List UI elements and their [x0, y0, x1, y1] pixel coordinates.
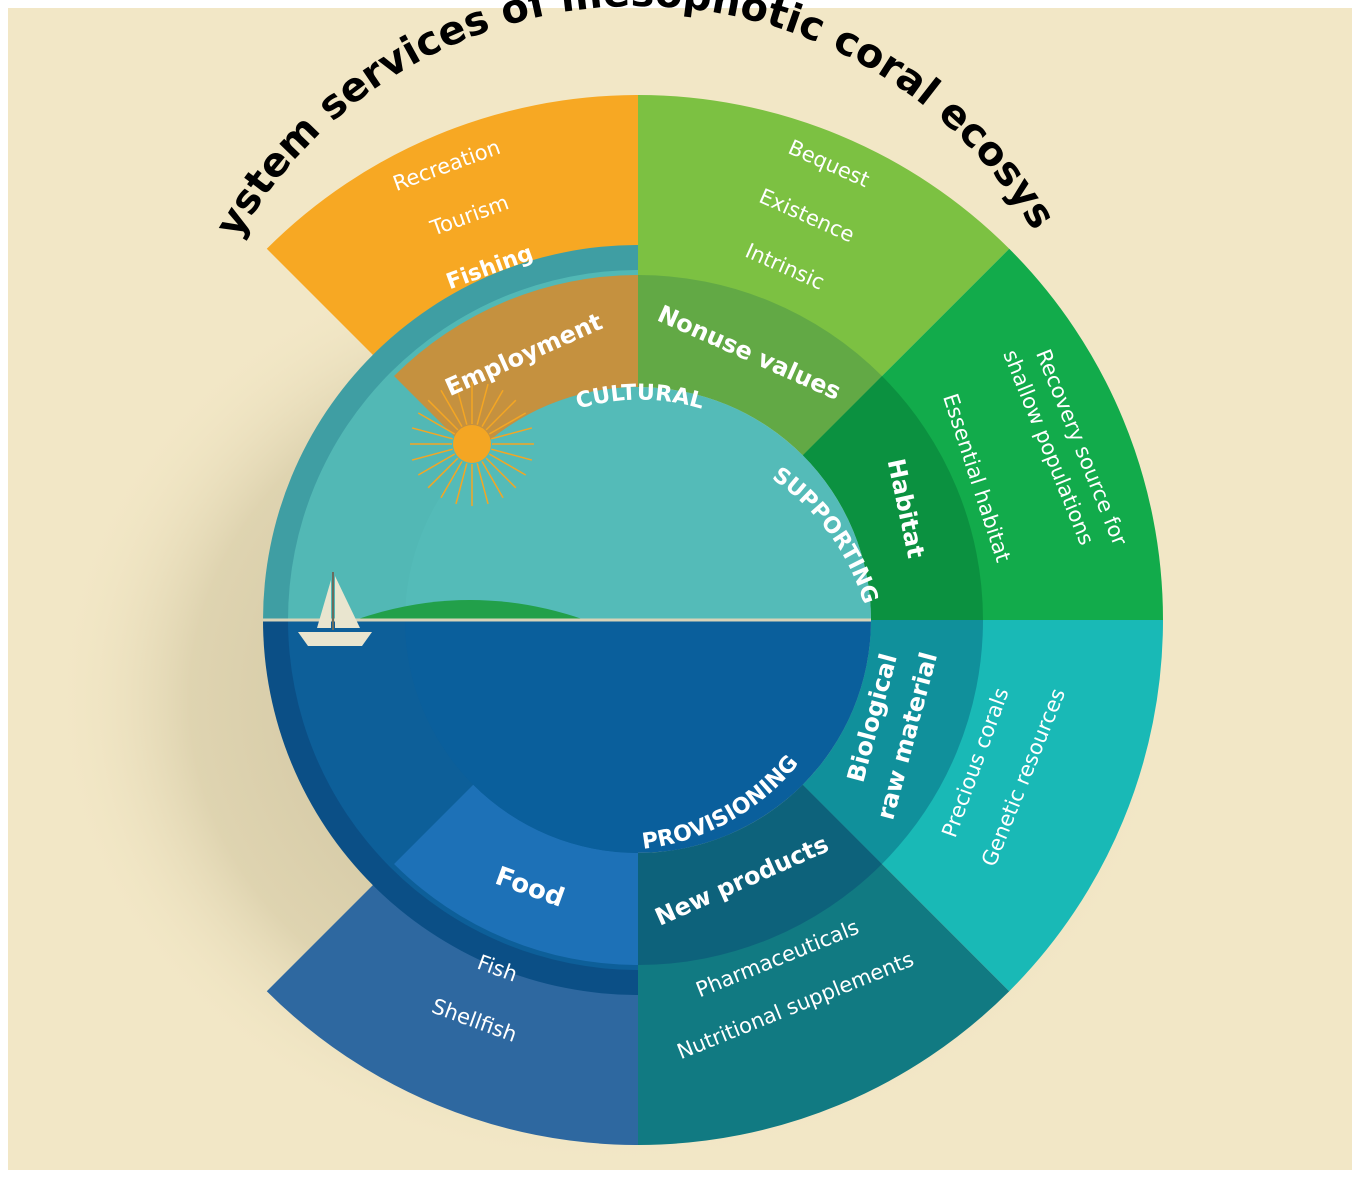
sun-ray — [491, 448, 533, 461]
inner-service-bands — [394, 275, 983, 965]
sun-ray — [411, 427, 453, 440]
sun-ray — [417, 412, 456, 435]
sun-ray — [427, 399, 459, 431]
habitat-inner-band — [802, 376, 983, 620]
sun-ray — [476, 383, 489, 425]
sun-icon — [410, 382, 534, 506]
sun-ray — [476, 463, 489, 505]
sun-ray — [427, 457, 459, 489]
inner-sea — [405, 620, 871, 853]
sun-ray — [488, 453, 527, 476]
biological-inner-band — [802, 620, 983, 864]
new-products-inner-band — [638, 784, 882, 965]
sun-ray — [440, 389, 463, 428]
sun-ray — [488, 412, 527, 435]
sun-ray — [485, 399, 517, 431]
nonuse-inner-band — [638, 275, 882, 456]
food-inner-band — [394, 784, 638, 965]
sun-ray — [455, 383, 468, 425]
service-sectors — [266, 95, 1163, 1145]
sun-ray — [417, 453, 456, 476]
inner-disc — [405, 387, 871, 853]
employment-inner-band — [394, 275, 638, 456]
sun-ray — [481, 389, 504, 428]
inner-sky — [405, 387, 871, 620]
sailboat-icon — [298, 572, 372, 646]
island — [355, 600, 585, 620]
sun-disc — [453, 425, 491, 463]
sun-ray — [455, 463, 468, 505]
landscape — [263, 382, 871, 646]
sun-ray — [481, 460, 504, 499]
sun-ray — [491, 427, 533, 440]
sun-ray — [485, 457, 517, 489]
sun-ray — [411, 448, 453, 461]
sun-ray — [440, 460, 463, 499]
